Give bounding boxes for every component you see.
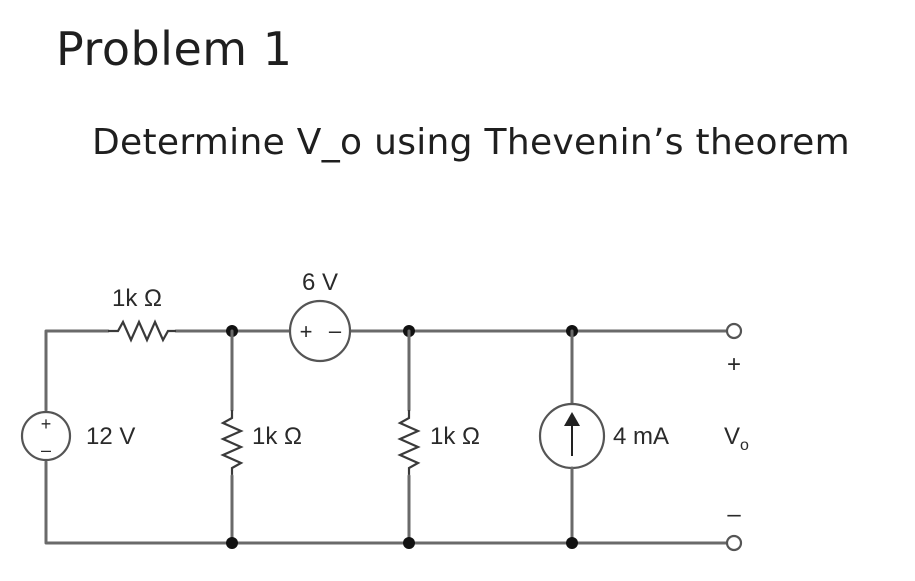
output-terminal-bottom — [725, 534, 743, 552]
output-minus-sign: – — [727, 501, 741, 528]
node-b-bottom — [403, 537, 415, 549]
voltage-source-6v-minus: – — [329, 318, 342, 343]
voltage-source-6v-label: 6 V — [302, 269, 338, 296]
voltage-source-12v-label: 12 V — [86, 423, 135, 450]
resistor-shunt-1-label: 1k Ω — [252, 423, 302, 450]
voltage-source-12v-plus: + — [41, 414, 52, 434]
node-c-bottom — [566, 537, 578, 549]
resistor-series — [108, 319, 176, 343]
output-voltage-label: Vo — [724, 423, 749, 454]
output-voltage-label-main: V — [724, 423, 740, 450]
voltage-source-12v-minus: – — [41, 440, 51, 460]
resistor-series-label: 1k Ω — [112, 285, 162, 312]
resistor-shunt-2-label: 1k Ω — [430, 423, 480, 450]
voltage-source-12v — [20, 410, 72, 462]
resistor-shunt-1 — [220, 410, 244, 476]
voltage-source-6v-plus: + — [300, 319, 313, 344]
page-title: Problem 1 — [56, 22, 293, 76]
output-voltage-label-sub: o — [740, 437, 749, 454]
current-source-4ma-label: 4 mA — [613, 423, 669, 450]
wire-top-left — [44, 329, 110, 412]
wire-bottom-left — [44, 460, 730, 545]
problem-statement: Determine V_o using Thevenin’s theorem — [92, 122, 850, 163]
output-terminal-top — [725, 322, 743, 340]
current-source-arrow-icon — [564, 412, 580, 456]
output-plus-sign: + — [727, 351, 741, 378]
node-a-bottom — [226, 537, 238, 549]
resistor-shunt-2 — [397, 410, 421, 476]
voltage-source-6v — [288, 299, 352, 363]
